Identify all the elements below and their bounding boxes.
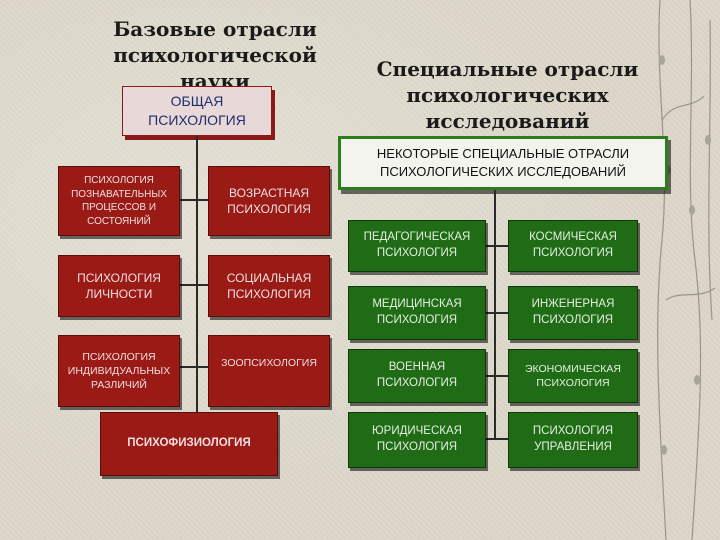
connector-line (485, 375, 509, 377)
connector-line (180, 284, 210, 286)
connector-line (196, 136, 198, 412)
basic-branch-box: СОЦИАЛЬНАЯ ПСИХОЛОГИЯ (208, 255, 330, 317)
basic-branch-box: ВОЗРАСТНАЯ ПСИХОЛОГИЯ (208, 166, 330, 236)
connector-line (485, 438, 509, 440)
basic-branch-box: ПСИХОФИЗИОЛОГИЯ (100, 412, 278, 476)
connector-line (180, 366, 210, 368)
special-branch-box: ПЕДАГОГИЧЕСКАЯ ПСИХОЛОГИЯ (348, 220, 486, 272)
special-branch-box: КОСМИЧЕСКАЯ ПСИХОЛОГИЯ (508, 220, 638, 272)
connector-line (494, 190, 496, 440)
basic-branch-box: ПСИХОЛОГИЯ ИНДИВИДУАЛЬНЫХ РАЗЛИЧИЙ (58, 335, 180, 407)
basic-branches-title: Базовые отрасли психологической науки (80, 16, 350, 94)
special-branch-box: МЕДИЦИНСКАЯ ПСИХОЛОГИЯ (348, 286, 486, 340)
special-branches-header: НЕКОТОРЫЕ СПЕЦИАЛЬНЫЕ ОТРАСЛИ ПСИХОЛОГИЧ… (338, 136, 668, 190)
special-branch-box: ИНЖЕНЕРНАЯ ПСИХОЛОГИЯ (508, 286, 638, 340)
special-branch-box: ПСИХОЛОГИЯ УПРАВЛЕНИЯ (508, 412, 638, 468)
connector-line (485, 312, 509, 314)
basic-branch-box: ПСИХОЛОГИЯ ПОЗНАВАТЕЛЬНЫХ ПРОЦЕССОВ И СО… (58, 166, 180, 236)
general-psychology-box: ОБЩАЯ ПСИХОЛОГИЯ (122, 86, 272, 136)
special-branches-title: Специальные отрасли психологических иссл… (335, 56, 680, 134)
basic-branch-box: ПСИХОЛОГИЯ ЛИЧНОСТИ (58, 255, 180, 317)
basic-branch-box: ЗООПСИХОЛОГИЯ (208, 335, 330, 407)
special-branch-box: ЮРИДИЧЕСКАЯ ПСИХОЛОГИЯ (348, 412, 486, 468)
special-branch-box: ЭКОНОМИЧЕСКАЯ ПСИХОЛОГИЯ (508, 349, 638, 403)
connector-line (485, 245, 509, 247)
special-branch-box: ВОЕННАЯ ПСИХОЛОГИЯ (348, 349, 486, 403)
connector-line (180, 199, 210, 201)
